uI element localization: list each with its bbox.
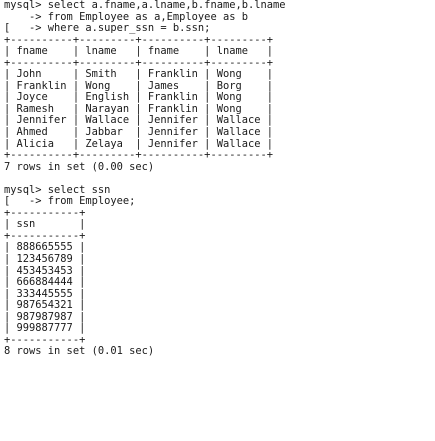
table-row: | 333445555 | [4, 288, 86, 300]
continuation-prompt-line: [ -> where a.super_ssn = b.ssn; [4, 23, 211, 35]
table-row: | 999887777 | [4, 323, 86, 335]
table-border-line: +-----------+ [4, 207, 86, 219]
blank-line [4, 173, 435, 185]
mysql-prompt-line: mysql> select ssn [4, 184, 111, 196]
table-border-line: +----------+---------+----------+-------… [4, 57, 273, 69]
table-row: | Alicia | Zelaya | Jennifer | Wallace | [4, 138, 273, 150]
table-row: | 123456789 | [4, 254, 86, 266]
result-status-line: 7 rows in set (0.00 sec) [4, 161, 155, 173]
table-row: | Ahmed | Jabbar | Jennifer | Wallace | [4, 127, 273, 139]
continuation-prompt-line: [ -> from Employee; [4, 196, 136, 208]
table-border-line: +-----------+ [4, 230, 86, 242]
table-row: | 888665555 | [4, 242, 86, 254]
table-row: | 666884444 | [4, 277, 86, 289]
table-row: | John | Smith | Franklin | Wong | [4, 69, 273, 81]
table-row: | Ramesh | Narayan | Franklin | Wong | [4, 103, 273, 115]
table-border-line: +----------+---------+----------+-------… [4, 150, 273, 162]
continuation-prompt-line: -> from Employee as a,Employee as b [4, 11, 248, 23]
table-row: | Joyce | English | Franklin | Wong | [4, 92, 273, 104]
table-border-line: +----------+---------+----------+-------… [4, 34, 273, 46]
table-row: | 453453453 | [4, 265, 86, 277]
table-row: | ssn | [4, 219, 86, 231]
table-row: | Jennifer | Wallace | Jennifer | Wallac… [4, 115, 273, 127]
table-row: | Franklin | Wong | James | Borg | [4, 80, 273, 92]
table-border-line: +-----------+ [4, 334, 86, 346]
result-status-line: 8 rows in set (0.01 sec) [4, 346, 155, 358]
mysql-prompt-line: mysql> select a.fname,a.lname,b.fname,b.… [4, 0, 286, 11]
table-row: | 987654321 | [4, 300, 86, 312]
table-row: | fname | lname | fname | lname | [4, 46, 273, 58]
table-row: | 987987987 | [4, 311, 86, 323]
terminal-output: mysql> select a.fname,a.lname,b.fname,b.… [4, 0, 435, 358]
